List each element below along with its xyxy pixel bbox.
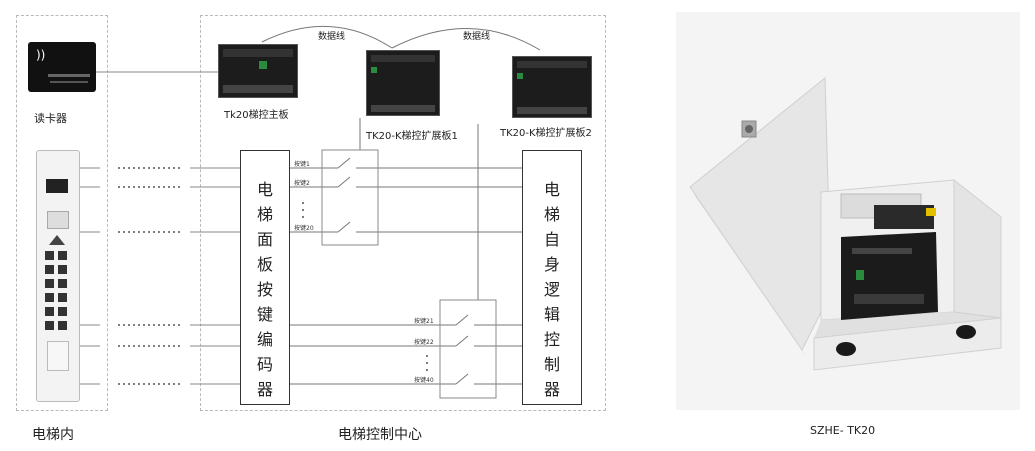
encoder-label: 电梯面板按键编码器 [256, 180, 273, 399]
elevator-interior-region [16, 15, 108, 411]
svg-text:按键40: 按键40 [414, 376, 434, 384]
wifi-icon: )) [36, 48, 46, 62]
panel-button-encoder: 电梯面板按键编码器 [240, 150, 290, 405]
main-board-image [218, 44, 298, 98]
data-line-label-2: 数据线 [463, 32, 491, 42]
svg-text:按键1: 按键1 [294, 160, 310, 168]
extension-board-2-label: TK20-K梯控扩展板2 [500, 128, 592, 139]
up-arrow-icon [49, 235, 65, 245]
floor-display [46, 179, 68, 193]
wiring-diagram: 按键1 按键2 按键20 按键21 按键22 按键40 [80, 26, 541, 399]
card-slot [47, 211, 69, 229]
svg-text:按键22: 按键22 [414, 338, 434, 346]
extension-board-2-image [512, 56, 592, 118]
elevator-panel [36, 150, 80, 402]
control-center-region [200, 15, 606, 411]
inside-elevator-caption: 电梯内 [32, 427, 74, 443]
enclosure-illustration [689, 76, 1002, 371]
svg-text:按键2: 按键2 [294, 179, 310, 187]
card-reader-device: )) [28, 42, 96, 92]
extension-board-1-image [366, 50, 440, 116]
elevator-logic-controller: 电梯自身逻辑控制器 [522, 150, 582, 405]
control-center-caption: 电梯控制中心 [338, 427, 422, 443]
extension-board-1-label: TK20-K梯控扩展板1 [366, 131, 458, 142]
logic-controller-label: 电梯自身逻辑控制器 [543, 180, 560, 399]
product-photo [676, 12, 1020, 410]
product-caption: SZHE- TK20 [810, 424, 876, 437]
main-board-label: Tk20梯控主板 [224, 110, 289, 121]
data-line-label-1: 数据线 [318, 32, 346, 42]
svg-text:按键21: 按键21 [414, 317, 434, 325]
svg-text:按键20: 按键20 [294, 224, 314, 232]
card-reader-label: 读卡器 [34, 112, 67, 125]
